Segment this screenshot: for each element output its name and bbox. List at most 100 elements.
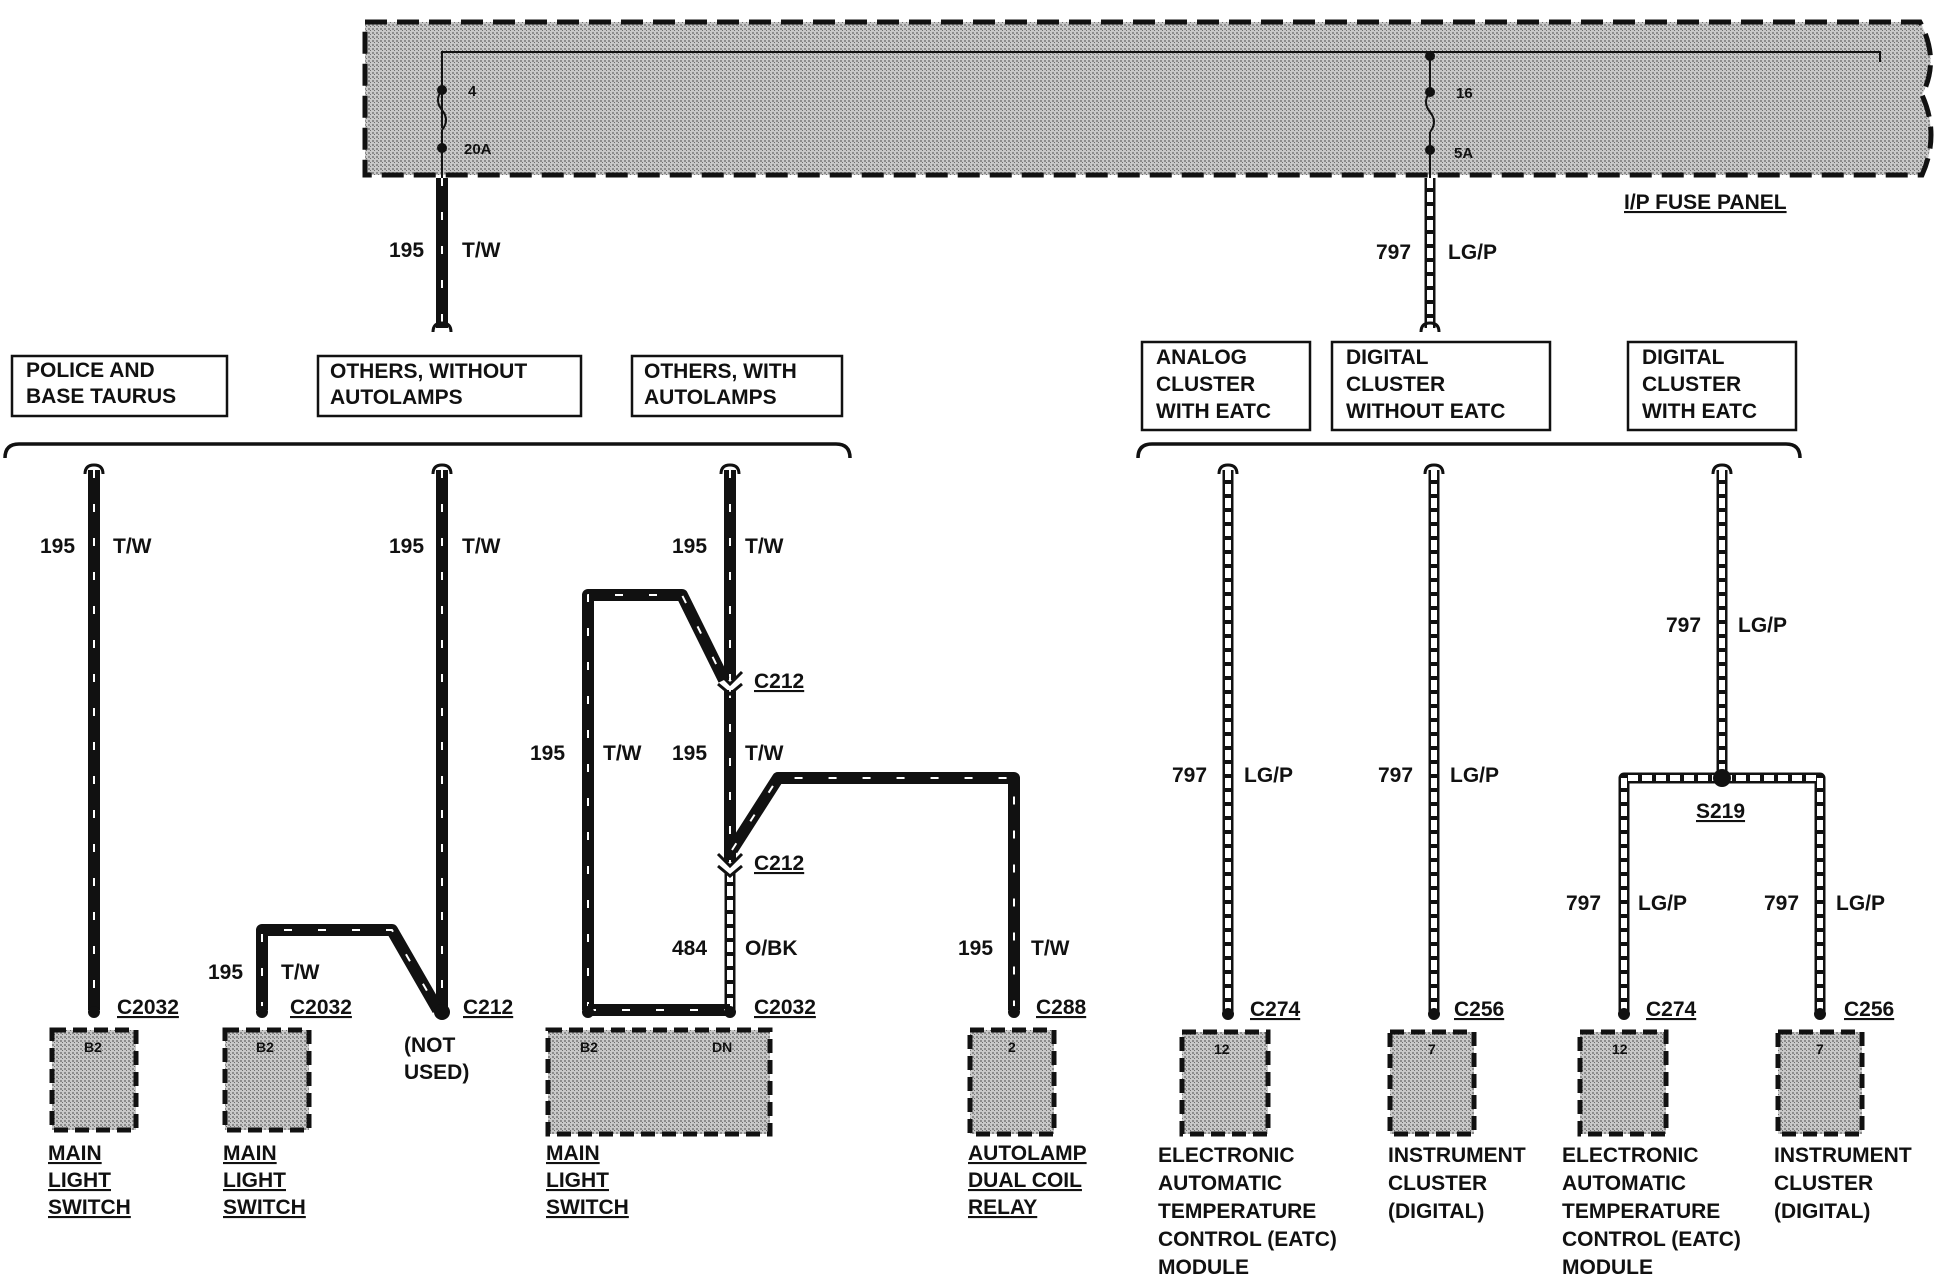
wire-11-color: LG/P [1738,614,1787,637]
feed-left-circuit: 195 [389,239,424,262]
wire-11-circuit: 797 [1666,614,1701,637]
instrument-cluster-2-box [1775,1029,1865,1137]
connector-c274-b: C274 [1646,998,1697,1021]
end-dot-2 [256,1006,268,1018]
pin-dn-3: DN [712,1039,732,1055]
pin-2-relay: 2 [1008,1039,1016,1055]
end-dot-r2 [1618,1008,1630,1020]
wire-9-color: LG/P [1244,764,1293,787]
wire-12 [1618,772,1722,1012]
wires [83,178,1826,1020]
splice-dot-s219 [1713,769,1731,787]
fuse-right-number: 16 [1456,85,1473,102]
wire-13-color: LG/P [1836,892,1885,915]
wire-10-circuit: 797 [1378,764,1413,787]
connector-c2032-b: C2032 [290,996,352,1019]
connector-c274-a: C274 [1250,998,1301,1021]
fuse-panel: 4 20A 16 5A I/P FUSE PANEL [362,19,1934,214]
wire-12-color: LG/P [1638,892,1687,915]
wire-6-color: T/W [745,742,784,765]
feed-right-color: LG/P [1448,241,1497,264]
eatc-module-2-box [1577,1029,1669,1137]
eatc-module-1-box [1179,1029,1271,1137]
pin-b2-1: B2 [84,1039,102,1055]
end-dot-r1 [1428,1008,1440,1020]
end-dot-r3 [1814,1008,1826,1020]
connector-c2032-c: C2032 [754,996,816,1019]
wire-2-circuit: 195 [389,535,424,558]
instrument-cluster-1-box [1387,1029,1477,1137]
wire-5 [582,589,730,1010]
connector-c2032-a: C2032 [117,996,179,1019]
pin-12-eatc-1: 12 [1214,1041,1230,1057]
wire-8-color: T/W [1031,937,1070,960]
wire-labels: 195 T/W 195 T/W 195 T/W 195 T/W 195 T/W … [40,535,1885,984]
wire-top-cap-l1 [431,463,453,475]
end-dot-3 [434,1004,450,1020]
wire-12-circuit: 797 [1566,892,1601,915]
fuse-right: 16 5A [1425,51,1473,178]
connector-labels: C2032 C2032 C212 C212 C212 C2032 C288 C2… [117,670,1894,1084]
pin-12-eatc-2: 12 [1612,1041,1628,1057]
wire-3-color: T/W [281,961,320,984]
pin-b2-2: B2 [256,1039,274,1055]
pin-7-cluster-1: 7 [1428,1041,1436,1057]
wire-5-color: T/W [603,742,642,765]
end-dot-1 [88,1006,100,1018]
wire-top-cap-l2 [719,463,741,475]
connector-c256-b: C256 [1844,998,1894,1021]
wire-4-color: T/W [745,535,784,558]
connector-c212-lower: C212 [754,852,804,875]
wire-10-color: LG/P [1450,764,1499,787]
feed-wire-195-end [431,321,453,333]
fuse-right-rating: 5A [1454,145,1473,162]
component-boxes: B2 B2 B2 DN 2 12 7 12 7 [49,1027,1865,1137]
wire-4-circuit: 195 [672,535,707,558]
wire-2-color: T/W [462,535,501,558]
wire-1-color: T/W [113,535,152,558]
feed-wire-797-end [1419,321,1441,333]
feed-right-circuit: 797 [1376,241,1411,264]
fuse-panel-label: I/P FUSE PANEL [1624,191,1787,214]
connector-c288: C288 [1036,996,1087,1019]
pin-7-cluster-2: 7 [1816,1041,1824,1057]
wire-6b [726,772,1020,1010]
wire-6-circuit: 195 [672,742,707,765]
main-light-switch-1-box [49,1027,139,1133]
main-light-switch-2-box [222,1027,312,1133]
pin-b2-3: B2 [580,1039,598,1055]
fuse-left: 4 20A [437,52,492,178]
splice-s219: S219 [1696,800,1745,823]
wire-13-circuit: 797 [1764,892,1799,915]
connector-c212-notused: C212 [463,996,513,1019]
wire-3 [256,924,444,1013]
wire-top-cap-r2 [1711,463,1733,475]
wire-13 [1722,772,1826,1012]
end-dot-r0 [1222,1008,1234,1020]
fuse-left-number: 4 [468,83,477,100]
wire-7-color: O/BK [745,937,798,960]
connector-c256-a: C256 [1454,998,1504,1021]
wire-top-cap-l0 [83,463,105,475]
